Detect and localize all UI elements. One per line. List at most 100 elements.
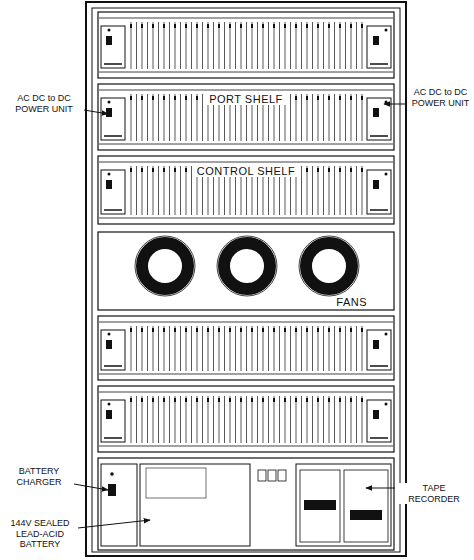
card-ejector xyxy=(328,168,330,172)
circuit-card xyxy=(290,22,291,69)
circuit-card xyxy=(208,326,209,371)
circuit-card xyxy=(307,94,308,141)
circuit-card xyxy=(219,396,220,443)
circuit-card xyxy=(175,22,176,69)
card-ejector xyxy=(251,328,253,332)
charger-switch xyxy=(108,484,116,496)
circuit-card xyxy=(180,94,181,141)
circuit-card xyxy=(153,326,154,371)
circuit-card xyxy=(263,396,264,443)
power-lamp xyxy=(108,29,111,32)
connector-block xyxy=(268,470,276,481)
fan xyxy=(306,243,352,289)
circuit-card xyxy=(224,326,225,371)
cabinet-frame xyxy=(86,2,406,556)
power-switch xyxy=(373,410,379,419)
circuit-card xyxy=(224,22,225,69)
circuit-card xyxy=(213,396,214,443)
card-ejector xyxy=(317,398,319,402)
card-ejector xyxy=(196,328,198,332)
card-ejector xyxy=(361,328,363,332)
circuit-card xyxy=(153,22,154,69)
card-ejector xyxy=(185,398,187,402)
circuit-card xyxy=(197,396,198,443)
card-ejector xyxy=(207,328,209,332)
circuit-card xyxy=(307,22,308,69)
card-ejector xyxy=(328,24,330,28)
circuit-card xyxy=(147,166,148,215)
card-ejector xyxy=(141,328,143,332)
circuit-card xyxy=(274,22,275,69)
circuit-card xyxy=(329,396,330,443)
power-switch xyxy=(106,410,112,419)
circuit-card xyxy=(197,94,198,141)
fan-panel xyxy=(98,232,394,310)
card-ejector xyxy=(141,168,143,172)
circuit-card xyxy=(252,22,253,69)
circuit-card xyxy=(153,396,154,443)
circuit-card xyxy=(323,326,324,371)
circuit-card xyxy=(334,396,335,443)
circuit-card xyxy=(263,326,264,371)
circuit-card xyxy=(356,166,357,215)
circuit-card xyxy=(279,326,280,371)
circuit-card xyxy=(246,396,247,443)
circuit-card xyxy=(142,326,143,371)
circuit-card xyxy=(334,326,335,371)
battery-top xyxy=(146,468,206,498)
card-ejector xyxy=(328,96,330,100)
card-ejector xyxy=(251,24,253,28)
cabinet-inner-frame xyxy=(92,8,400,552)
port-shelf: PORT SHELF xyxy=(98,84,394,150)
circuit-card xyxy=(169,326,170,371)
power-lamp xyxy=(385,333,388,336)
shelf xyxy=(98,12,394,78)
circuit-card xyxy=(230,396,231,443)
shelf-rail xyxy=(99,162,393,163)
fan-panel-node: FANS xyxy=(98,232,394,310)
circuit-card xyxy=(158,22,159,69)
circuit-card xyxy=(191,326,192,371)
card-ejector xyxy=(141,398,143,402)
circuit-card xyxy=(158,326,159,371)
circuit-card xyxy=(268,396,269,443)
circuit-card xyxy=(202,326,203,371)
circuit-card xyxy=(131,94,132,141)
card-ejector xyxy=(240,328,242,332)
shelf-rail xyxy=(99,392,393,393)
circuit-card xyxy=(175,396,176,443)
circuit-card xyxy=(323,396,324,443)
circuit-card xyxy=(142,166,143,215)
circuit-card xyxy=(131,22,132,69)
circuit-card xyxy=(329,94,330,141)
card-ejector xyxy=(361,24,363,28)
card-ejector xyxy=(361,96,363,100)
circuit-card xyxy=(279,22,280,69)
card-ejector xyxy=(163,168,165,172)
fan-rim xyxy=(299,236,359,296)
circuit-card xyxy=(158,94,159,141)
fan xyxy=(224,243,270,289)
circuit-card xyxy=(290,326,291,371)
circuit-card xyxy=(241,22,242,69)
circuit-card xyxy=(362,166,363,215)
circuit-card xyxy=(235,22,236,69)
leader-line xyxy=(84,110,108,114)
circuit-card xyxy=(340,94,341,141)
charger-lamp xyxy=(110,472,114,476)
shelf-rail xyxy=(99,218,393,219)
tape-unit xyxy=(344,470,388,542)
circuit-card xyxy=(307,326,308,371)
circuit-card xyxy=(312,166,313,215)
circuit-card xyxy=(329,166,330,215)
shelf-rail xyxy=(99,322,393,323)
card-ejector xyxy=(350,24,352,28)
card-ejector xyxy=(317,24,319,28)
shelf-frame xyxy=(98,84,394,150)
card-ejector xyxy=(339,24,341,28)
card-ejector xyxy=(174,328,176,332)
circuit-card xyxy=(136,166,137,215)
card-ejector xyxy=(240,398,242,402)
circuit-card xyxy=(351,326,352,371)
circuit-card xyxy=(274,396,275,443)
